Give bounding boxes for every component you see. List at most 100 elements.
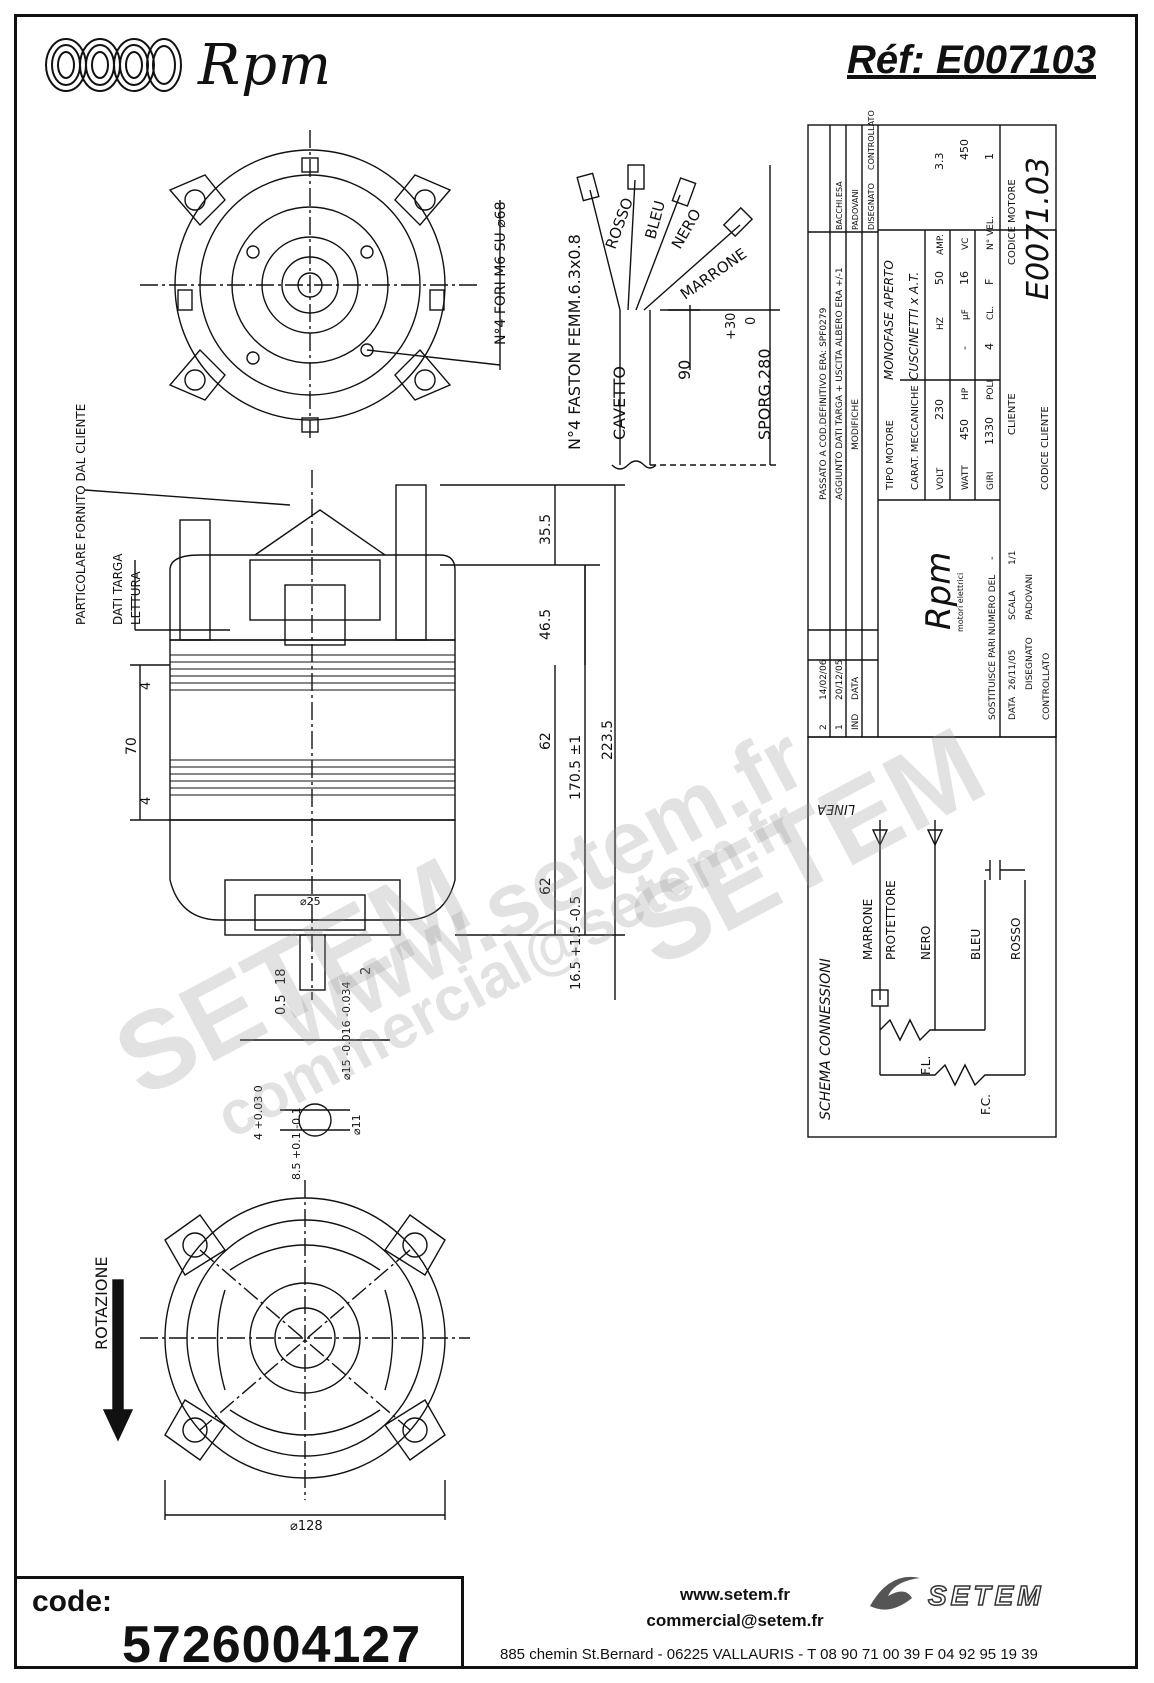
spec-volt-value: 230 [933,399,946,420]
checked-label: CONTROLLATO [1042,653,1052,720]
setem-swoosh-icon [870,1576,920,1610]
mounting-note: N°4 FORI M6 SU ⌀68 [493,202,509,345]
dim-4-tol: 4 +0.03 0 [252,1085,265,1140]
revision-header-desc: MODIFICHE [851,399,861,450]
spec-cl-value: F [983,279,996,285]
protrusion-tolerance-minus: 0 [744,317,759,325]
drawn-label: DISEGNATO [1025,637,1035,690]
wire-nero: NERO [919,926,933,960]
client-code-label: CODICE CLIENTE [1040,406,1051,490]
code-value: 5726004127 [122,1616,422,1674]
dim-35-5: 35.5 [538,514,554,545]
revision-header-date: DATA [851,676,861,700]
dim-0-5: 0.5 [274,994,289,1015]
spec-hz-key: HZ [936,317,946,330]
connection-schema [871,820,1026,1087]
bottom-end-view [140,1180,470,1520]
code-label: code: [32,1585,113,1618]
spec-hz-value: 50 [933,271,946,285]
spec-cl-key: CL. [986,306,996,320]
wire-marrone: MARRONE [861,899,875,960]
spec-amp-value: 3.3 [933,153,946,171]
spec-uf-value: 16 [958,271,971,285]
scale-value: 1/1 [1008,551,1018,565]
revision-2-number: 2 [819,724,829,730]
spec-vc-key: VC [961,238,971,250]
dim-18: 18 [274,968,289,985]
faston-note: N°4 FASTON FEMM.6.3x0.8 [565,234,584,450]
top-end-view [140,130,501,440]
wire-harness [576,164,780,470]
dim-dia-15: ⌀15 -0.016 -0.034 [340,981,353,1080]
wire-protettore: PROTETTORE [884,880,898,960]
title-company-sub: motori elettrici [956,573,965,632]
wire-label-marrone: MARRONE [677,245,750,304]
spec-poli-key: POLI [986,380,996,400]
reference-number: Réf: E007103 [846,38,1096,82]
contact-block: www.setem.fr commercial@setem.fr [470,1582,1000,1634]
revision-header-number: IND [851,714,861,730]
title-block [807,124,1057,1138]
spec-watt-value: 450 [958,419,971,440]
rpm-coil-icon [45,38,182,92]
address-line: 885 chemin St.Bernard - 06225 VALLAURIS … [500,1646,1038,1663]
spec-vc-value: 450 [958,139,971,160]
dim-62-top: 62 [538,732,554,750]
reading-label: LETTURA [129,571,143,625]
brand-name: Rpm [198,32,333,98]
spec-hp-key: HP [961,387,971,400]
email-link[interactable]: commercial@setem.fr [646,1611,824,1630]
spec-uf-key: µF [961,309,971,320]
line-label: LINEA [817,801,855,816]
title-company: Rpm [919,552,959,630]
date-label: DATA [1008,696,1018,720]
setem-logo-text: SETEM [927,1579,1045,1612]
data-plate-label: DATI TARGA [111,553,125,625]
motor-type-label: TIPO MOTORE [885,420,896,491]
motor-code: E0071.03 [1021,157,1056,300]
drawing-frame [14,14,1138,1669]
setem-logo: SETEM [850,1566,1120,1626]
dim-dia-25: ⌀25 [300,895,321,908]
dim-46-5: 46.5 [538,609,554,640]
revision-2-desc: PASSATO A COD.DEFINITIVO ERA: SPF0279 [819,307,829,500]
rotation-label: ROTAZIONE [92,1256,111,1350]
drawn-value: PADOVANI [1025,574,1035,620]
revision-1-date: 20/12/05 [835,660,845,700]
scale-label: SCALA [1008,590,1018,620]
code-box: code: 5726004127 [14,1576,464,1674]
replaces-value: - [987,556,998,560]
replaces-label: SOSTITUISCE PARI NUMERO DEL [988,575,998,720]
fl-label: F.L. [919,1056,933,1075]
mech-value: CUSCINETTI x A.T. [907,272,921,380]
revision-2-drawn: BACCHI.ESA [835,181,844,230]
spec-amp-key: AMP. [936,234,946,255]
dim-62-bottom: 62 [538,877,554,895]
wire-rosso: ROSSO [1009,918,1023,960]
spec-hp-value: - [958,346,971,350]
dim-4-bottom: 4 [139,797,154,805]
protrusion-tolerance-plus: +30 [724,313,739,340]
protrusion-label: SPORG.280 [755,348,774,440]
dim-223-5: 223.5 [600,720,616,760]
mech-label: CARAT. MECCANICHE [910,385,921,490]
fc-label: F.C. [979,1094,993,1115]
spec-vel-value: 1 [983,153,996,160]
supplied-part-label: PARTICOLARE FORNITO DAL CLIENTE [74,404,88,625]
revision-header-checked: CONTROLLATO [867,110,876,170]
dim-170-5: 170.5 ±1 [568,735,584,800]
dim-2: 2 [359,967,374,975]
schema-title: SCHEMA CONNESSIONI [818,958,834,1120]
website-link[interactable]: www.setem.fr [680,1585,790,1604]
revision-1-number: 1 [835,724,845,730]
revision-2-date: 14/02/06 [819,659,829,700]
spec-giri-value: 1330 [983,417,996,445]
client-label: CLIENTE [1007,393,1018,435]
rpm-logo: Rpm [44,30,332,100]
spec-vel-key: N° VEL. [986,216,996,250]
revision-1-desc: AGGIUNTO DATI TARGA + USCITA ALBERO ERA … [835,267,845,500]
dim-70: 70 [124,737,140,755]
date-value: 26/11/05 [1008,650,1018,690]
spec-giri-key: GIRI [986,471,996,490]
